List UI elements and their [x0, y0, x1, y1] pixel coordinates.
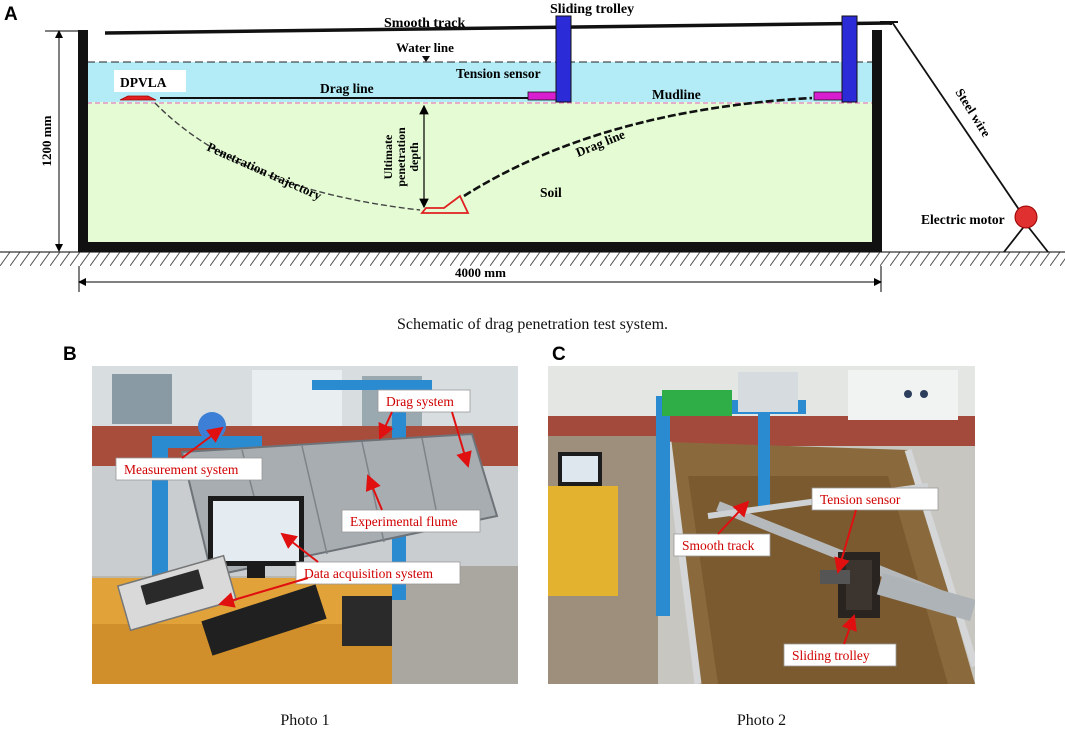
photo-2-caption: Photo 2 — [736, 712, 787, 729]
drag-system-label-box — [377, 389, 471, 413]
trolley-right — [841, 15, 858, 103]
label-electric-motor: Electric motor — [921, 212, 1005, 227]
label-sliding-trolley: Sliding trolley — [550, 2, 634, 17]
smooth-track-arrow — [717, 500, 750, 535]
photo1-label-daq: Data acquisition system — [304, 566, 433, 581]
smooth-track-line — [104, 21, 893, 35]
water-region — [87, 62, 873, 102]
photo2-label-tension: Tension sensor — [820, 492, 901, 507]
photo-2-annotations: Tension sensor Smooth track Sliding trol… — [673, 487, 939, 667]
steel-wire-line — [891, 21, 1023, 215]
label-ultimate-depth: Ultimate penetration depth — [381, 127, 421, 187]
water-line-marker — [422, 56, 430, 62]
label-ultimate-line2: penetration — [394, 127, 408, 187]
dpvla-label-box — [114, 70, 186, 92]
label-steel-wire: Steel wire — [952, 86, 994, 140]
penetration-trajectory-curve — [154, 102, 421, 211]
label-height: 1200 mm — [39, 115, 54, 166]
label-length: 4000 mm — [455, 265, 506, 280]
photo1-label-measurement: Measurement system — [124, 462, 239, 477]
flume-label-box — [341, 509, 481, 533]
label-dpvla: DPVLA — [120, 75, 167, 90]
soil-region — [87, 102, 873, 242]
label-ultimate-line1: Ultimate — [381, 134, 395, 179]
label-tension-sensor: Tension sensor — [456, 66, 541, 81]
daq-arrow-1 — [280, 532, 319, 563]
panel-letter-a: A — [4, 4, 18, 25]
tension-label-box — [811, 487, 939, 511]
tension-arrow — [834, 509, 857, 574]
sensor-right — [813, 91, 843, 101]
drag-line-curve — [463, 96, 813, 198]
daq-arrow-2 — [218, 577, 309, 608]
drag-system-arrow-2 — [451, 411, 472, 468]
label-ultimate-line3: depth — [407, 142, 421, 172]
label-drag-line-top: Drag line — [320, 81, 374, 96]
anchor-final — [420, 194, 470, 214]
photo1-label-drag-system: Drag system — [386, 394, 454, 409]
panel-letter-c: C — [552, 344, 566, 365]
photo2-label-sliding-trolley: Sliding trolley — [792, 648, 870, 663]
photo-1-annotations: Drag system Measurement system Experimen… — [115, 389, 481, 608]
electric-motor-ball — [1014, 205, 1038, 229]
panel-letter-b: B — [63, 344, 77, 365]
trolley-left — [555, 15, 572, 103]
label-water-line: Water line — [396, 40, 454, 55]
photo-1-illustration — [92, 366, 518, 684]
measurement-arrow — [181, 426, 224, 459]
drag-system-arrow-1 — [378, 411, 394, 440]
measurement-label-box — [115, 457, 263, 481]
photo-1 — [92, 366, 518, 684]
schematic-caption: Schematic of drag penetration test syste… — [396, 316, 669, 333]
sliding-trolley-label-box — [783, 643, 897, 667]
sliding-trolley-arrow — [841, 614, 857, 645]
photo-1-caption: Photo 1 — [280, 712, 330, 729]
motor-stand — [1003, 223, 1049, 253]
sensor-left — [527, 91, 557, 101]
schematic-diagram: Smooth track Sliding trolley Water line … — [0, 2, 1065, 292]
smooth-track-label-box — [673, 533, 771, 557]
photo-2 — [548, 366, 975, 684]
photo-2-illustration — [548, 366, 975, 684]
daq-label-box — [295, 561, 461, 585]
label-smooth-track: Smooth track — [384, 16, 465, 31]
flume-arrow — [365, 474, 383, 511]
photo2-label-smooth-track: Smooth track — [682, 538, 755, 553]
label-soil: Soil — [540, 185, 562, 200]
photo1-label-flume: Experimental flume — [350, 514, 458, 529]
ground-hatch — [0, 252, 1065, 266]
anchor-initial — [119, 95, 157, 101]
label-mudline: Mudline — [652, 87, 701, 102]
